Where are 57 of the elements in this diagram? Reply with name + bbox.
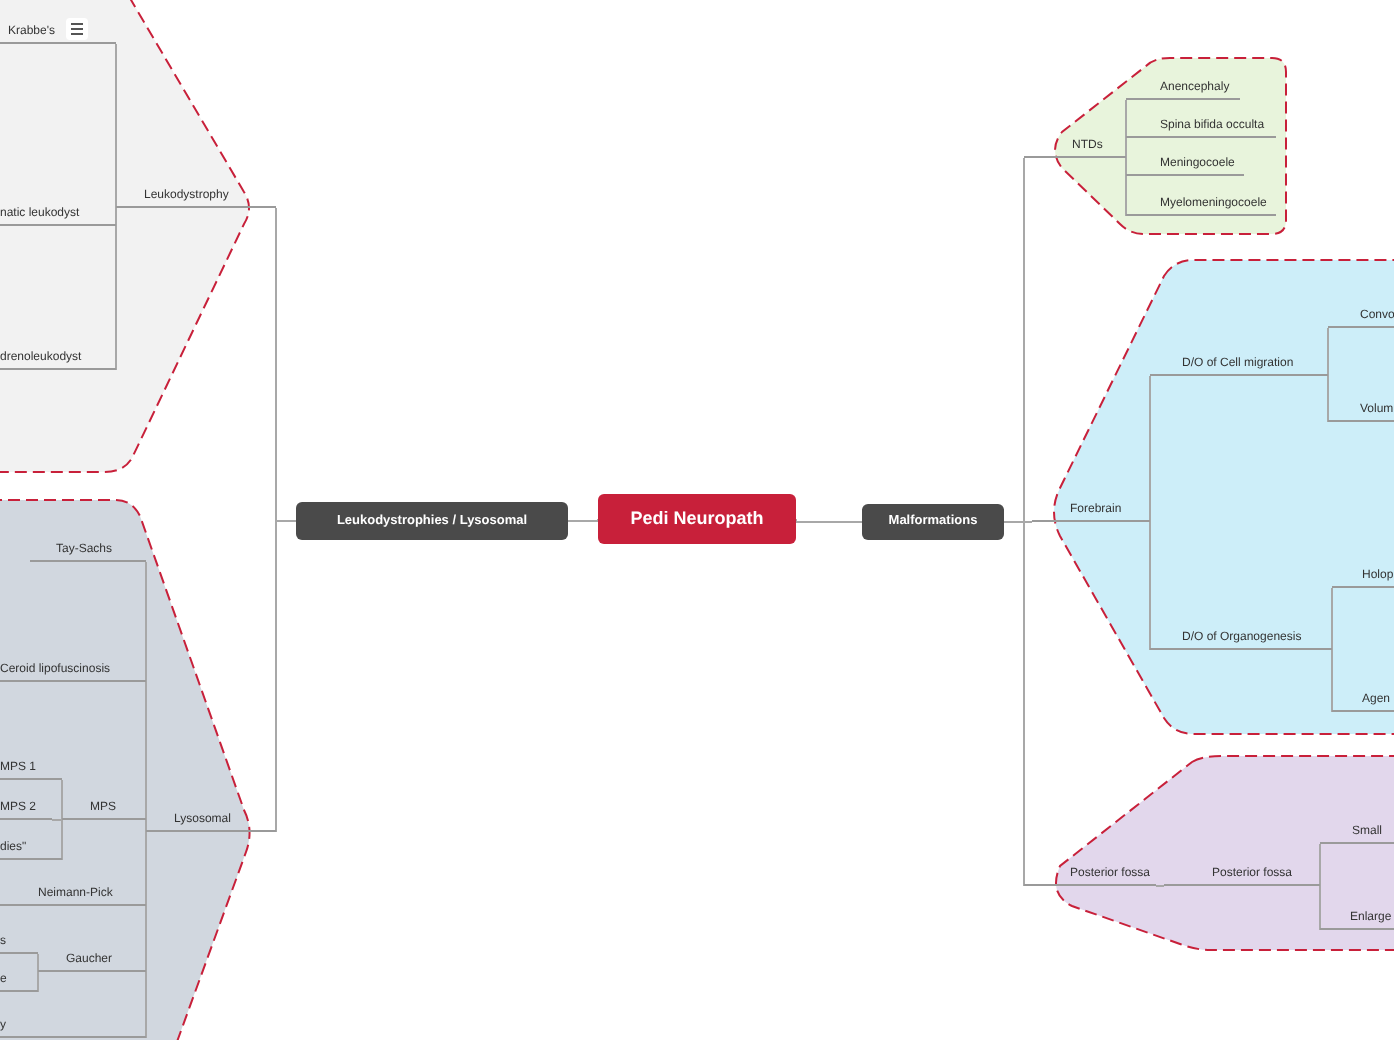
branch-line (61, 779, 63, 821)
branch-line (1155, 885, 1165, 887)
subtopic-line (1328, 398, 1394, 422)
subtopic-line (0, 756, 62, 780)
branch-line (115, 207, 117, 371)
subtopic-line (1150, 626, 1332, 650)
branch-line (37, 971, 39, 993)
branch-line (1149, 375, 1151, 523)
branch-line (51, 819, 63, 821)
subtopic-line (1332, 564, 1394, 588)
branch-line (1125, 157, 1127, 217)
branch-line (145, 819, 147, 833)
branch-line (1149, 521, 1151, 651)
subtopic-line (1332, 688, 1394, 712)
subtopic-line (1126, 192, 1276, 216)
branch-line (795, 518, 863, 523)
subtopic-line (146, 808, 276, 832)
main-topic (296, 502, 568, 540)
branch-line (1125, 137, 1127, 159)
branch-line (1331, 649, 1333, 713)
topic-label: Pedi Neuropath (630, 509, 764, 529)
subtopic-line (38, 948, 146, 972)
subtopic-line (1320, 906, 1394, 930)
branch-line (145, 831, 147, 1039)
subtopic-line (1126, 152, 1244, 176)
subtopic-line (0, 202, 116, 226)
subtopic-line (0, 796, 52, 820)
subtopic-line (0, 836, 62, 860)
subtopic-line (0, 20, 116, 44)
branch-line (1327, 375, 1329, 423)
branch-line (1327, 327, 1329, 377)
branch-line (1331, 587, 1333, 651)
subtopic-line (1024, 134, 1126, 158)
branch-line (115, 43, 117, 209)
central-topic (598, 494, 796, 544)
subtopic-line (1024, 862, 1156, 886)
branch-line (567, 518, 599, 522)
branch-line (1319, 843, 1321, 887)
subtopic-line (62, 796, 146, 820)
subtopic-line (1328, 304, 1394, 328)
branch-line (1319, 885, 1321, 931)
subtopic-line (0, 882, 146, 906)
subtopic-line (30, 538, 146, 562)
subtopic-line (1164, 862, 1320, 886)
subtopic-line (1126, 76, 1240, 100)
subtopic-line (0, 658, 146, 682)
branch-line (275, 520, 297, 833)
subtopic-line (0, 346, 116, 370)
branch-line (1003, 521, 1025, 887)
branch-line (37, 953, 39, 973)
subtopic-line (1126, 114, 1276, 138)
subtopic-line (1032, 498, 1150, 522)
subtopic-line (116, 184, 276, 208)
subtopic-line (1320, 820, 1394, 844)
subtopic-line (1150, 352, 1328, 376)
main-topic (862, 504, 1004, 540)
branch-line (61, 819, 63, 861)
